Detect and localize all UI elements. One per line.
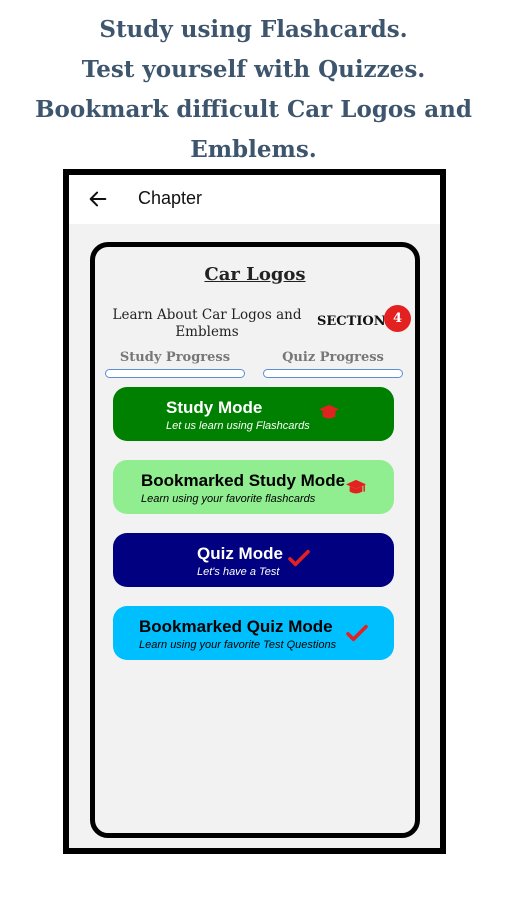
promo-line: Bookmark difficult Car Logos and [35, 96, 472, 123]
promo-line: Emblems. [190, 136, 317, 163]
phone-frame: Chapter Car Logos Learn About Car Logos … [63, 169, 446, 854]
promo-line: Study using Flashcards. [99, 16, 408, 43]
quiz-mode-button[interactable]: Quiz Mode Let's have a Test [113, 533, 394, 587]
bookmarked-quiz-mode-button[interactable]: Bookmarked Quiz Mode Learn using your fa… [113, 606, 394, 660]
back-arrow-icon[interactable] [87, 188, 109, 210]
study-progress-label: Study Progress [119, 350, 231, 365]
mode-subtitle: Learn using your favorite Test Questions [139, 639, 337, 651]
chapter-card: Car Logos Learn About Car Logos and Embl… [90, 242, 420, 838]
checkmark-icon [288, 549, 310, 567]
graduation-cap-icon [346, 479, 366, 494]
promo-line: Test yourself with Quizzes. [81, 56, 426, 83]
mode-subtitle: Learn using your favorite flashcards [141, 493, 316, 505]
study-progress-bar [105, 369, 245, 378]
graduation-cap-icon [319, 404, 339, 419]
mode-subtitle: Let's have a Test [197, 566, 280, 578]
checkmark-icon [346, 624, 368, 642]
chapter-title: Car Logos [204, 264, 306, 285]
section-label: SECTION [317, 314, 386, 329]
section-badge: 4 [384, 305, 411, 332]
chapter-description: Learn About Car Logos and Emblems [112, 307, 302, 340]
mode-title: Bookmarked Study Mode [141, 471, 346, 490]
bookmarked-study-mode-button[interactable]: Bookmarked Study Mode Learn using your f… [113, 460, 394, 514]
mode-title: Bookmarked Quiz Mode [139, 617, 333, 636]
mode-subtitle: Let us learn using Flashcards [166, 420, 310, 432]
mode-title: Quiz Mode [197, 544, 283, 563]
study-mode-button[interactable]: Study Mode Let us learn using Flashcards [113, 387, 394, 441]
app-bar-title: Chapter [138, 188, 203, 208]
quiz-progress-label: Quiz Progress [282, 350, 384, 365]
app-bar: Chapter [69, 175, 440, 224]
quiz-progress-bar [263, 369, 403, 378]
mode-title: Study Mode [166, 398, 263, 417]
promo-text: Study using Flashcards. Test yourself wi… [0, 10, 507, 170]
